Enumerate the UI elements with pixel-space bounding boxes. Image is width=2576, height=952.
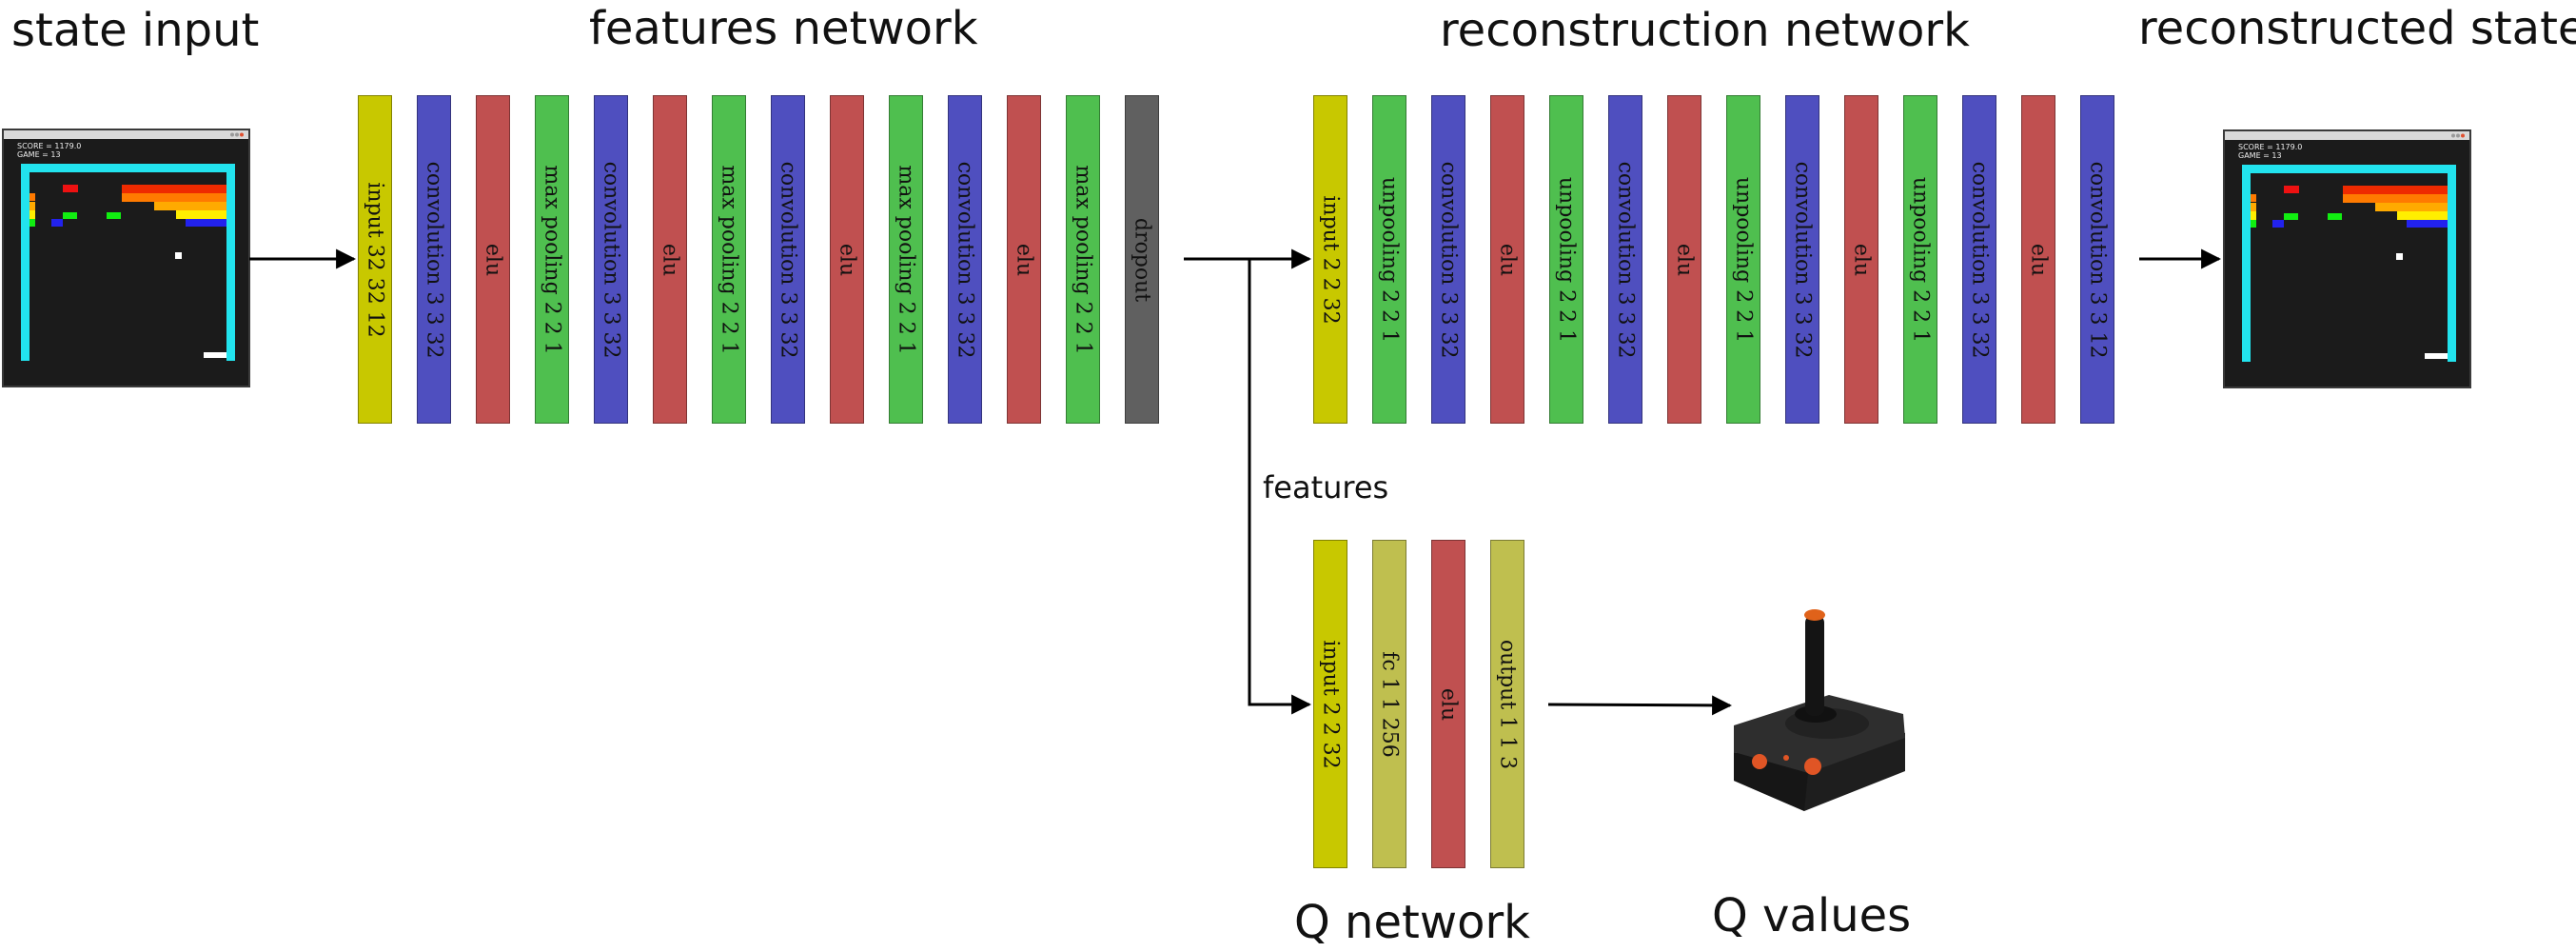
- q-network-layer: output 1 1 3: [1490, 540, 1524, 868]
- features-label: features: [1263, 469, 1389, 506]
- q-network-layer: input 2 2 32: [1313, 540, 1347, 868]
- features-network-layer: elu: [476, 95, 510, 424]
- reconstruction-network-layer: convolution 3 3 32: [1962, 95, 1996, 424]
- q-network-layer: fc 1 1 256: [1372, 540, 1406, 868]
- features-network-layer: input 32 32 12: [358, 95, 392, 424]
- features-network-layer: convolution 3 3 32: [948, 95, 982, 424]
- q-network-title: Q network: [1294, 896, 1530, 949]
- features-network-layer: max pooling 2 2 1: [889, 95, 923, 424]
- arrow-q-network-to-values: [1547, 695, 1733, 716]
- reconstruction-network-layer: convolution 3 3 32: [1785, 95, 1819, 424]
- q-values-title: Q values: [1712, 889, 1912, 942]
- reconstruction-network-layer: input 2 2 32: [1313, 95, 1347, 424]
- joystick-icon: [1734, 609, 1905, 811]
- reconstruction-network-layer: convolution 3 3 12: [2080, 95, 2114, 424]
- reconstruction-network-layer: unpooling 2 2 1: [1372, 95, 1406, 424]
- reconstruction-network-layer: unpooling 2 2 1: [1726, 95, 1760, 424]
- features-network-layer: elu: [830, 95, 864, 424]
- reconstruction-network-layer: elu: [1667, 95, 1701, 424]
- score-text: SCORE = 1179.0: [17, 142, 82, 150]
- reconstruction-network-layer: convolution 3 3 32: [1431, 95, 1465, 424]
- arrow-features-to-q-network: [1248, 259, 1312, 715]
- features-network-title: features network: [589, 2, 978, 55]
- reconstructed-state-title: reconstructed state: [2138, 2, 2576, 55]
- features-network-layer: convolution 3 3 32: [771, 95, 805, 424]
- game-count-text: GAME = 13: [2238, 151, 2282, 160]
- features-network-layer: max pooling 2 2 1: [1066, 95, 1100, 424]
- reconstruction-network-layer: unpooling 2 2 1: [1549, 95, 1583, 424]
- game-count-text: GAME = 13: [17, 150, 61, 159]
- score-text: SCORE = 1179.0: [2238, 143, 2303, 151]
- q-network-layer: elu: [1431, 540, 1465, 868]
- features-network-layer: convolution 3 3 32: [417, 95, 451, 424]
- reconstruction-network-layer: convolution 3 3 32: [1608, 95, 1642, 424]
- features-network-layer: max pooling 2 2 1: [712, 95, 746, 424]
- reconstruction-network-layer: elu: [1844, 95, 1878, 424]
- reconstruction-network-title: reconstruction network: [1440, 4, 1970, 57]
- features-network-layer: convolution 3 3 32: [594, 95, 628, 424]
- window-title-bar: [2225, 131, 2469, 140]
- state-input-title: state input: [11, 4, 260, 57]
- reconstruction-network-layer: unpooling 2 2 1: [1903, 95, 1937, 424]
- window-title-bar: [4, 130, 248, 139]
- reconstruction-network-layer: elu: [1490, 95, 1524, 424]
- features-network-layer: dropout: [1125, 95, 1159, 424]
- features-network-layer: elu: [1007, 95, 1041, 424]
- features-network-layer: max pooling 2 2 1: [535, 95, 569, 424]
- breakout-playfield: [21, 164, 235, 361]
- breakout-playfield: [2242, 165, 2456, 362]
- reconstruction-network-layer: elu: [2021, 95, 2055, 424]
- features-network-layer: elu: [653, 95, 687, 424]
